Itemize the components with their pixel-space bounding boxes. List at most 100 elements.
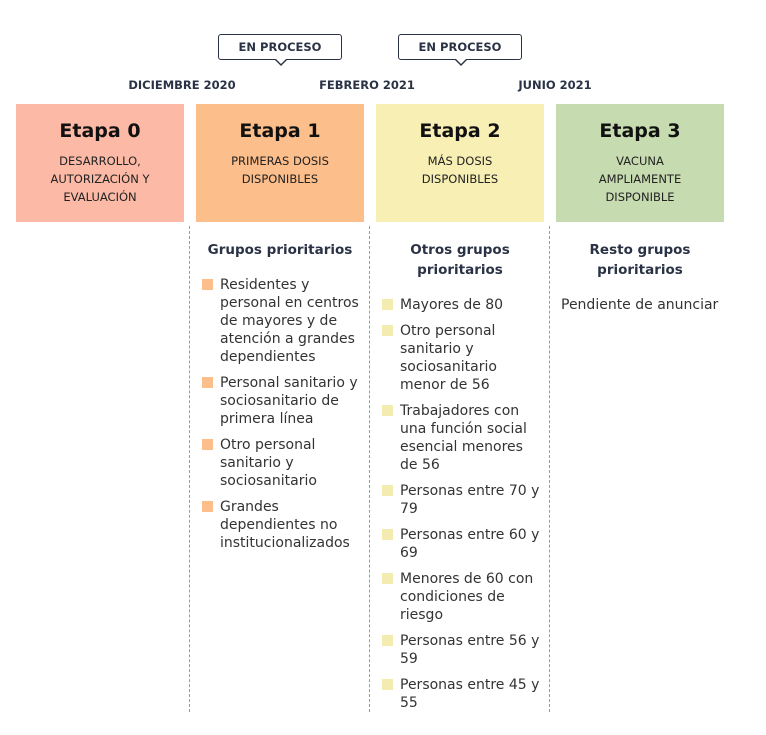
list-item: Personas entre 70 y 79 xyxy=(382,482,544,518)
stage-description-line: PRIMERAS DOSIS xyxy=(231,154,329,168)
stage-description-line: DESARROLLO, xyxy=(59,154,141,168)
list-item-line: Personas entre 45 y xyxy=(400,677,540,693)
bullet-square xyxy=(382,573,393,584)
bullet-square xyxy=(382,635,393,646)
list-item-line: sanitario y xyxy=(220,455,294,471)
bullet-square xyxy=(202,279,213,290)
date-label-dec-2020: DICIEMBRE 2020 xyxy=(128,78,236,92)
priority-list-etapa1: Residentes y personal en centros de mayo… xyxy=(202,276,364,552)
list-item-line: Mayores de 80 xyxy=(400,297,504,313)
list-item-line: Menores de 60 con xyxy=(400,571,534,587)
list-item: Menores de 60 con condiciones de riesgo xyxy=(382,570,544,624)
badge-pointer xyxy=(454,58,468,66)
date-label-feb-2021: FEBRERO 2021 xyxy=(319,78,415,92)
priority-list-etapa2: Mayores de 80 Otro personal sanitario y … xyxy=(382,296,544,712)
list-item-line: menor de 56 xyxy=(400,377,490,393)
list-item-line: 59 xyxy=(400,651,418,667)
group-title-etapa1: Grupos prioritarios xyxy=(196,240,364,260)
list-item-line: Personas entre 70 y xyxy=(400,483,540,499)
list-item: Grandes dependientes no institucionaliza… xyxy=(202,498,364,552)
list-item-line: Trabajadores con xyxy=(400,403,520,419)
stage-title: Etapa 1 xyxy=(239,120,321,142)
bullet-square xyxy=(202,439,213,450)
stage-box-etapa3: Etapa 3 VACUNA AMPLIAMENTE DISPONIBLE xyxy=(556,104,724,222)
group-title-etapa2: Otros grupos prioritarios xyxy=(376,240,544,280)
list-item: Trabajadores con una función social esen… xyxy=(382,402,544,474)
list-item-line: 55 xyxy=(400,695,418,711)
list-item-line: esencial menores xyxy=(400,439,523,455)
bullet-square xyxy=(382,679,393,690)
bullet-square xyxy=(382,325,393,336)
list-item: Personas entre 60 y 69 xyxy=(382,526,544,562)
list-item-line: Personas entre 56 y xyxy=(400,633,540,649)
bullet-square xyxy=(382,405,393,416)
list-item: Personas entre 56 y 59 xyxy=(382,632,544,668)
bullet-square xyxy=(202,377,213,388)
list-item-line: una función social xyxy=(400,421,527,437)
list-item-line: riesgo xyxy=(400,607,444,623)
in-progress-badge-etapa1: EN PROCESO xyxy=(218,34,342,66)
badge-pointer xyxy=(274,58,288,66)
list-item-line: sociosanitario de xyxy=(220,393,339,409)
list-item-line: sociosanitario xyxy=(220,473,317,489)
stage-description-line: DISPONIBLES xyxy=(421,172,499,186)
stage-box-etapa0: Etapa 0 DESARROLLO, AUTORIZACIÓN Y EVALU… xyxy=(16,104,184,222)
list-item-line: atención a grandes xyxy=(220,331,355,347)
list-item: Personas entre 45 y 55 xyxy=(382,676,544,712)
column-divider xyxy=(369,226,370,712)
group-title-etapa3: Resto grupos prioritarios xyxy=(556,240,724,280)
list-item: Personal sanitario y sociosanitario de p… xyxy=(202,374,364,428)
stage-description-line: AUTORIZACIÓN Y xyxy=(50,172,150,186)
stage-description-line: DISPONIBLE xyxy=(605,190,675,204)
badge-label: EN PROCESO xyxy=(238,40,322,54)
pending-announcement-text: Pendiente de anunciar xyxy=(561,297,719,313)
stage-description-line: MÁS DOSIS xyxy=(427,154,493,168)
in-progress-badge-etapa2: EN PROCESO xyxy=(398,34,522,66)
group-title-line: Grupos prioritarios xyxy=(207,242,353,258)
stage-title: Etapa 3 xyxy=(599,120,681,142)
list-item-line: 69 xyxy=(400,545,418,561)
stage-title: Etapa 2 xyxy=(419,120,501,142)
list-item-line: de mayores y de xyxy=(220,313,338,329)
list-item-line: sanitario y xyxy=(400,341,474,357)
list-item-line: institucionalizados xyxy=(220,535,350,551)
list-item-line: Grandes xyxy=(220,499,279,515)
list-item-line: sociosanitario xyxy=(400,359,497,375)
stage-description: PRIMERAS DOSIS DISPONIBLES xyxy=(196,152,364,188)
list-item-line: primera línea xyxy=(220,411,314,427)
list-item-line: dependientes xyxy=(220,349,316,365)
column-divider xyxy=(189,226,190,712)
bullet-square xyxy=(382,529,393,540)
bullet-square xyxy=(382,299,393,310)
list-item-line: Personal sanitario y xyxy=(220,375,358,391)
list-item-line: Otro personal xyxy=(220,437,316,453)
stage-description: DESARROLLO, AUTORIZACIÓN Y EVALUACIÓN xyxy=(16,152,184,206)
stage-box-etapa1: Etapa 1 PRIMERAS DOSIS DISPONIBLES xyxy=(196,104,364,222)
stage-description-line: VACUNA xyxy=(616,154,664,168)
list-item: Otro personal sanitario y sociosanitario… xyxy=(382,322,544,394)
list-item-line: personal en centros xyxy=(220,295,359,311)
stage-title: Etapa 0 xyxy=(59,120,141,142)
stage-description: MÁS DOSIS DISPONIBLES xyxy=(376,152,544,188)
list-item-line: Personas entre 60 y xyxy=(400,527,540,543)
list-item: Otro personal sanitario y sociosanitario xyxy=(202,436,364,490)
list-item-line: Otro personal xyxy=(400,323,496,339)
bullet-square xyxy=(382,485,393,496)
list-item: Mayores de 80 xyxy=(382,296,544,314)
stage-description-line: EVALUACIÓN xyxy=(63,190,137,204)
group-title-line: Otros grupos xyxy=(410,242,510,258)
badge-label: EN PROCESO xyxy=(418,40,502,54)
stage-description-line: AMPLIAMENTE xyxy=(598,172,682,186)
column-divider xyxy=(549,226,550,712)
list-item-line: de 56 xyxy=(400,457,440,473)
list-item-line: Residentes y xyxy=(220,277,310,293)
list-item-line: dependientes no xyxy=(220,517,338,533)
date-label-jun-2021: JUNIO 2021 xyxy=(518,78,592,92)
group-title-line: Resto grupos xyxy=(589,242,691,258)
list-item-line: 79 xyxy=(400,501,418,517)
stage-box-etapa2: Etapa 2 MÁS DOSIS DISPONIBLES xyxy=(376,104,544,222)
bullet-square xyxy=(202,501,213,512)
stage-description-line: DISPONIBLES xyxy=(241,172,319,186)
stage-description: VACUNA AMPLIAMENTE DISPONIBLE xyxy=(556,152,724,206)
list-item-line: condiciones de xyxy=(400,589,505,605)
